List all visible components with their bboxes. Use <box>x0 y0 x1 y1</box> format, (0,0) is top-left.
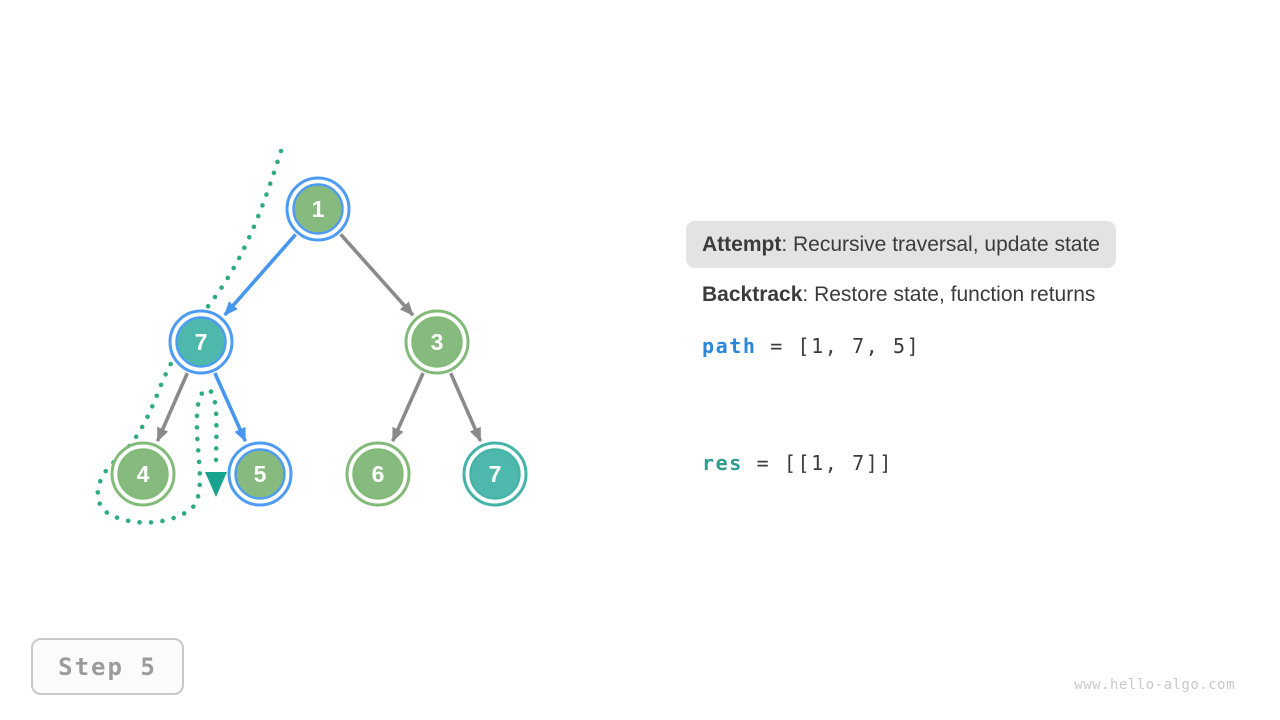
traversal-trace-dotted <box>95 148 284 525</box>
node-value-label: 7 <box>195 329 208 355</box>
node-circle <box>117 448 169 500</box>
backtrack-label: Backtrack <box>702 283 803 306</box>
tree-node-7-left: 7 <box>168 309 234 375</box>
node-circle <box>352 448 404 500</box>
path-variable-line: path = [1, 7, 5] <box>702 334 920 358</box>
tree-edge-3-to-6 <box>391 372 425 443</box>
node-circle <box>175 316 227 368</box>
tree-node-6: 6 <box>345 441 411 507</box>
tree-node-4: 4 <box>110 441 176 507</box>
attempt-legend: Attempt: Recursive traversal, update sta… <box>686 221 1116 268</box>
node-value-label: 3 <box>431 329 444 355</box>
tree-node-1: 1 <box>285 176 351 242</box>
watermark: www.hello-algo.com <box>1074 677 1235 693</box>
backtrack-legend: Backtrack: Restore state, function retur… <box>702 283 1095 307</box>
res-variable-name: res <box>702 451 743 475</box>
path-variable-value: = [1, 7, 5] <box>770 334 921 358</box>
res-variable-line: res = [[1, 7]] <box>702 451 893 475</box>
node-circle <box>292 183 344 235</box>
binary-tree-diagram: 1 7 3 4 5 6 7 <box>95 148 528 525</box>
node-value-label: 6 <box>372 461 385 487</box>
node-value-label: 1 <box>312 196 325 222</box>
attempt-description: : Recursive traversal, update state <box>781 232 1100 256</box>
tree-edge-1-to-3 <box>339 233 415 317</box>
node-value-label: 5 <box>254 461 267 487</box>
traversal-trace-arrowhead-icon <box>205 472 227 497</box>
node-circle <box>411 316 463 368</box>
tree-nodes: 1 7 3 4 5 6 7 <box>110 176 528 507</box>
path-variable-name: path <box>702 334 757 358</box>
tree-node-7-right: 7 <box>462 441 528 507</box>
backtrack-description: : Restore state, function returns <box>802 283 1096 306</box>
step-badge: Step 5 <box>31 638 184 695</box>
tree-edge-3-to-7-right <box>449 372 483 442</box>
tree-edge-7-left-to-5 <box>213 372 247 443</box>
tree-edges <box>155 233 483 443</box>
res-variable-value: = [[1, 7]] <box>756 451 894 475</box>
node-circle <box>469 448 521 500</box>
tree-node-3: 3 <box>404 309 470 375</box>
tree-node-5: 5 <box>227 441 293 507</box>
node-value-label: 7 <box>489 461 502 487</box>
node-value-label: 4 <box>137 461 150 487</box>
attempt-legend-text: Attempt: Recursive traversal, update sta… <box>702 233 1100 257</box>
node-circle <box>234 448 286 500</box>
tree-edge-1-to-7-left <box>223 233 297 317</box>
step-badge-label: Step 5 <box>58 652 157 681</box>
attempt-label: Attempt <box>702 232 782 256</box>
tree-edge-7-left-to-4 <box>155 372 189 442</box>
